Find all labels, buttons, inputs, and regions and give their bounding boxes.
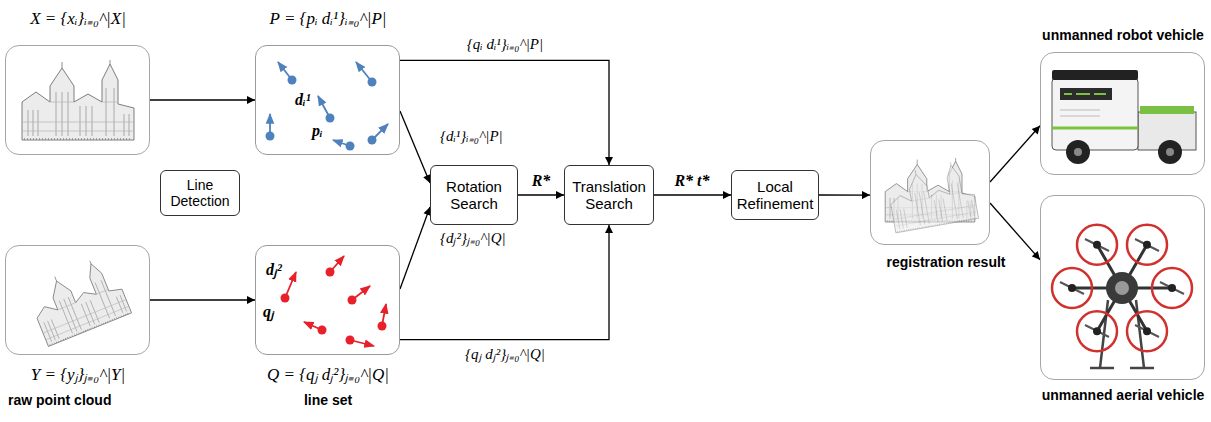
- point-cloud-box: X = {xᵢ}ᵢ₌₀^|X|: [5, 45, 150, 155]
- line-set-box: dⱼ²qⱼQ = {qⱼ dⱼ²}ⱼ₌₀^|Q|line set: [255, 245, 400, 355]
- aerial-vehicle: [1115, 281, 1129, 295]
- edge-label: {dᵢ¹}ᵢ₌₀^|P|: [438, 128, 505, 145]
- motor: [1093, 241, 1101, 249]
- propeller: [1060, 239, 1184, 337]
- vehicle-box: unmanned robot vehicle: [1040, 52, 1205, 175]
- edge-label: {dⱼ²}ⱼ₌₀^|Q|: [438, 230, 508, 247]
- robot-vehicle: [1052, 70, 1196, 164]
- robot-vehicle: [1166, 148, 1174, 156]
- edge-label: {qᵢ dᵢ¹}ᵢ₌₀^|P|: [465, 36, 545, 53]
- set-formula: X = {xᵢ}ᵢ₌₀^|X|: [30, 6, 126, 29]
- robot-vehicle: [1052, 127, 1138, 130]
- connector-arrow: [400, 207, 430, 289]
- box-label: Line Detection: [165, 177, 235, 209]
- line-point: [318, 326, 327, 335]
- line-point: [346, 142, 355, 151]
- rotor-guard: [1127, 311, 1167, 351]
- connector-arrow: [400, 60, 609, 165]
- line-feature: [266, 62, 389, 151]
- robot-vehicle: [1052, 78, 1138, 150]
- caption-label: line set: [304, 392, 352, 408]
- symbol-label: dⱼ²: [266, 258, 282, 280]
- connector-arrow: [400, 225, 609, 340]
- set-formula: P = {pᵢ dᵢ¹}ᵢ₌₀^|P|: [270, 6, 387, 29]
- robot-vehicle: [1052, 70, 1138, 80]
- robot-vehicle: [1074, 148, 1082, 156]
- connector-arrow: [819, 194, 870, 195]
- connector-arrow: [150, 99, 255, 100]
- connector-arrow: [400, 111, 430, 183]
- robot-vehicle: [1064, 93, 1106, 95]
- line-point: [346, 336, 355, 345]
- line-feature: [281, 256, 387, 346]
- line-point: [326, 114, 335, 123]
- caption-label: unmanned aerial vehicle: [1042, 387, 1205, 403]
- aerial-vehicle: [1052, 225, 1192, 368]
- point-cloud: [24, 254, 131, 347]
- connector-arrow: [654, 194, 731, 195]
- motor: [1068, 284, 1076, 292]
- set-formula: Y = {yⱼ}ⱼ₌₀^|Y|: [31, 362, 125, 385]
- line-point: [326, 268, 335, 277]
- aerial-vehicle: [1106, 272, 1138, 304]
- robot-vehicle: [1158, 140, 1182, 164]
- rotor-guard: [1127, 225, 1167, 265]
- box-label: Translation Search: [569, 178, 649, 212]
- point-cloud: [22, 60, 134, 140]
- connector-arrow: [150, 299, 255, 300]
- rotor-guard: [1077, 311, 1117, 351]
- process-box: Translation Search: [564, 165, 654, 225]
- aerial-vehicle: [1090, 300, 1154, 368]
- symbol-label: pᵢ: [312, 122, 323, 140]
- robot-vehicle: [1060, 88, 1112, 100]
- robot-vehicle: [1060, 110, 1100, 116]
- point-cloud-box: Y = {yⱼ}ⱼ₌₀^|Y|raw point cloud: [5, 245, 150, 355]
- set-formula: Q = {qⱼ dⱼ²}ⱼ₌₀^|Q|: [267, 362, 389, 385]
- box-label: Local Refinement: [736, 178, 814, 212]
- line-point: [368, 136, 377, 145]
- caption-label: registration result: [886, 254, 1005, 270]
- connector-arrow: [518, 194, 564, 195]
- line-point: [266, 132, 275, 141]
- aerial-vehicle: [1072, 245, 1172, 332]
- edge-label: R* t*: [672, 172, 711, 190]
- rotor-guard: [1052, 268, 1092, 308]
- motor: [1143, 327, 1151, 335]
- line-point: [281, 294, 290, 303]
- caption-label: raw point cloud: [8, 392, 111, 408]
- result-box: registration result: [870, 140, 990, 245]
- rotor-guard: [1152, 268, 1192, 308]
- motor: [1168, 284, 1176, 292]
- motor: [1143, 241, 1151, 249]
- rotor-guard: [1077, 225, 1117, 265]
- connector-arrow: [990, 126, 1040, 182]
- line-point: [348, 296, 357, 305]
- edge-label: R*: [530, 172, 553, 190]
- process-box: Line Detection: [160, 170, 240, 216]
- process-box: Rotation Search: [430, 165, 518, 225]
- symbol-label: qⱼ: [263, 300, 274, 322]
- vehicle-box: unmanned aerial vehicle: [1040, 195, 1205, 380]
- caption-label: unmanned robot vehicle: [1042, 27, 1204, 43]
- symbol-label: dᵢ¹: [295, 91, 311, 109]
- motor: [1093, 327, 1101, 335]
- line-point: [368, 78, 377, 87]
- connector-arrow: [990, 203, 1040, 260]
- line-point: [378, 322, 387, 331]
- edge-label: {qⱼ dⱼ²}ⱼ₌₀^|Q|: [463, 346, 547, 363]
- robot-vehicle: [1140, 106, 1194, 114]
- robot-vehicle: [1066, 140, 1090, 164]
- line-point: [288, 76, 297, 85]
- point-cloud: [885, 159, 978, 233]
- line-set-box: P = {pᵢ dᵢ¹}ᵢ₌₀^|P|dᵢ¹pᵢ: [255, 45, 400, 155]
- box-label: Rotation Search: [435, 178, 513, 212]
- process-box: Local Refinement: [731, 170, 819, 220]
